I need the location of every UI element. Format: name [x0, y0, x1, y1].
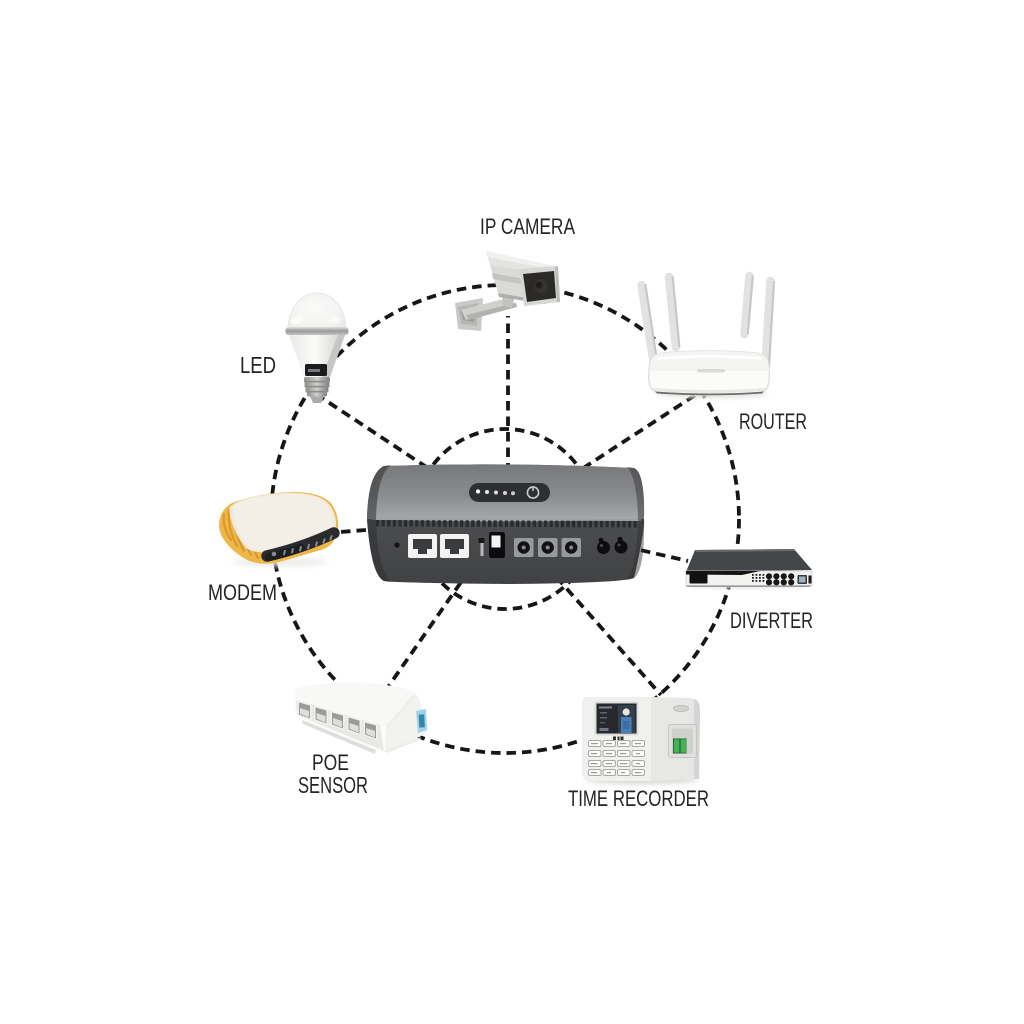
- svg-text:ROUTER: ROUTER: [739, 409, 807, 434]
- svg-text:TIME RECORDER: TIME RECORDER: [568, 786, 709, 811]
- svg-text:MODEM: MODEM: [208, 580, 277, 605]
- svg-text:POE: POE: [312, 750, 349, 775]
- svg-text:LED: LED: [240, 352, 276, 378]
- svg-text:DIVERTER: DIVERTER: [730, 608, 813, 633]
- svg-text:IP CAMERA: IP CAMERA: [480, 214, 575, 239]
- svg-text:SENSOR: SENSOR: [298, 772, 368, 798]
